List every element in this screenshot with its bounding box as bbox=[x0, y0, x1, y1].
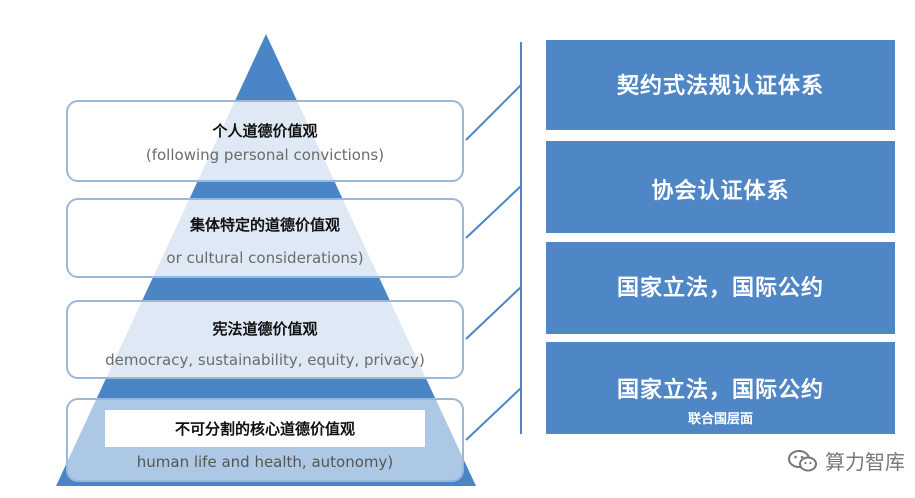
right-box-association-certification: 协会认证体系 bbox=[546, 141, 895, 233]
tier-subtitle: or cultural considerations) bbox=[166, 249, 364, 267]
connector-line-3 bbox=[465, 286, 522, 340]
right-box-title: 契约式法规认证体系 bbox=[616, 74, 824, 99]
tier-subtitle: (following personal convictions) bbox=[145, 146, 385, 164]
connector-line-2 bbox=[465, 185, 522, 239]
tier-subtitle: human life and health, autonomy) bbox=[136, 453, 394, 471]
watermark: 算力智库 bbox=[787, 446, 905, 475]
right-box-subtitle: 联合国层面 bbox=[687, 412, 753, 427]
wechat-icon bbox=[788, 449, 817, 471]
tier-title: 集体特定的道德价值观 bbox=[189, 216, 340, 234]
tier-core-values: 不可分割的核心道德价值观 human life and health, auto… bbox=[66, 398, 464, 482]
tier-title: 个人道德价值观 bbox=[212, 122, 318, 140]
tier-personal-values: 个人道德价值观 (following personal convictions) bbox=[66, 100, 464, 182]
tier-title: 宪法道德价值观 bbox=[212, 320, 318, 338]
tier-constitutional-values: 宪法道德价值观 democracy, sustainability, equit… bbox=[66, 300, 464, 379]
right-box-title: 国家立法，国际公约 bbox=[616, 276, 824, 301]
connector-line-4 bbox=[465, 387, 522, 441]
right-box-contract-certification: 契约式法规认证体系 bbox=[546, 40, 895, 130]
right-box-title: 协会认证体系 bbox=[651, 179, 790, 204]
connector-line-1 bbox=[465, 84, 522, 141]
right-box-international-convention: 国家立法，国际公约 联合国层面 bbox=[546, 342, 895, 434]
right-box-national-legislation: 国家立法，国际公约 bbox=[546, 242, 895, 334]
tier-title: 不可分割的核心道德价值观 bbox=[105, 410, 425, 447]
tier-collective-values: 集体特定的道德价值观 or cultural considerations) bbox=[66, 198, 464, 278]
tier-subtitle: democracy, sustainability, equity, priva… bbox=[105, 351, 425, 369]
watermark-text: 算力智库 bbox=[825, 450, 905, 474]
right-box-title: 国家立法，国际公约 bbox=[616, 378, 824, 403]
vertical-divider bbox=[520, 42, 522, 434]
